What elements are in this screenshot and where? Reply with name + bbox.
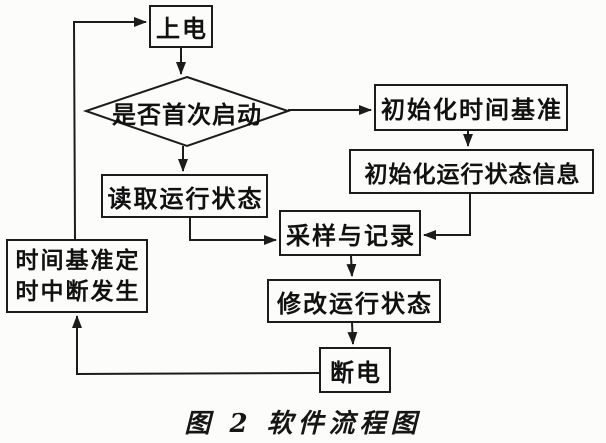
node-init-run-state-info: 初始化运行状态信息 bbox=[349, 149, 594, 194]
node-init-run-state-info-label: 初始化运行状态信息 bbox=[364, 160, 581, 187]
edge-timer-interrupt-to-power-on bbox=[72, 17, 147, 240]
decision-diamond-shape bbox=[82, 75, 292, 148]
node-timer-interrupt: 时间基准定 时中断发生 bbox=[6, 239, 148, 313]
node-modify-run-state-label: 修改运行状态 bbox=[277, 290, 433, 318]
node-modify-run-state: 修改运行状态 bbox=[267, 279, 441, 323]
node-init-time-base: 初始化时间基准 bbox=[374, 84, 568, 131]
node-power-off-label: 断电 bbox=[330, 359, 382, 387]
edge-sample-record-to-modify-state bbox=[346, 255, 357, 277]
node-sample-record-label: 采样与记录 bbox=[286, 222, 416, 250]
node-first-start-decision-label: 是否首次启动 bbox=[112, 101, 262, 129]
node-read-run-state-label: 读取运行状态 bbox=[107, 185, 264, 213]
node-timer-interrupt-label-line2: 时中断发生 bbox=[15, 278, 141, 304]
node-timer-interrupt-label-line1: 时间基准定 bbox=[15, 247, 141, 273]
edge-power-off-to-timer-interrupt bbox=[72, 315, 320, 376]
edge-init-state-info-to-sample-record bbox=[423, 194, 471, 240]
node-init-time-base-label: 初始化时间基准 bbox=[381, 97, 563, 124]
node-power-on: 上电 bbox=[149, 5, 213, 48]
figure-caption: 图 2 软件流程图 bbox=[184, 409, 422, 439]
node-power-on-label: 上电 bbox=[156, 16, 208, 43]
edge-modify-state-to-power-off bbox=[347, 322, 358, 345]
node-first-start-decision: 是否首次启动 bbox=[87, 97, 287, 129]
node-sample-record: 采样与记录 bbox=[279, 210, 421, 256]
node-read-run-state: 读取运行状态 bbox=[101, 174, 268, 218]
edge-read-state-to-sample-record bbox=[189, 218, 277, 245]
node-power-off: 断电 bbox=[319, 347, 391, 393]
